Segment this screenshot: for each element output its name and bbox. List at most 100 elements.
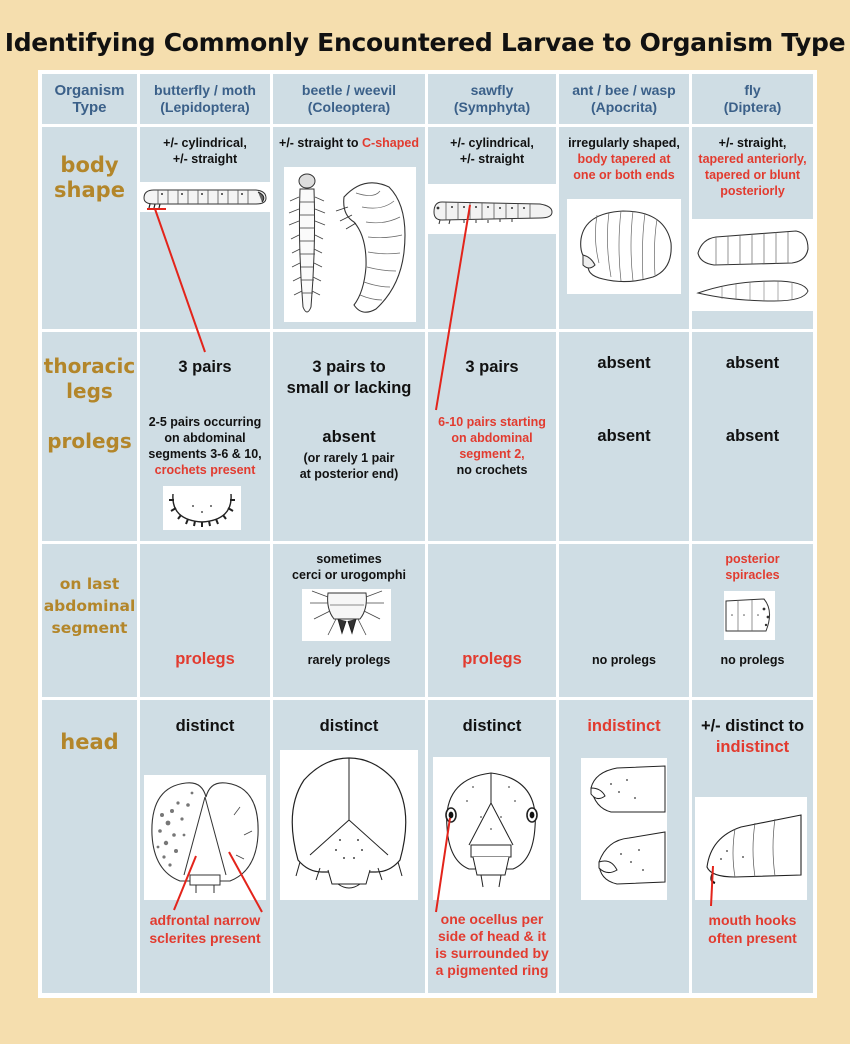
body-text-red: C-shaped	[362, 136, 419, 150]
cell-head-apocrita: indistinct	[559, 700, 689, 993]
cell-legs-symphyta: 3 pairs 6-10 pairs starting on abdominal…	[428, 332, 556, 541]
header-line1: Organism	[54, 82, 125, 99]
head-value-line2: indistinct	[715, 738, 790, 756]
cell-legs-diptera: absent absent	[692, 332, 813, 541]
prolegs-line1: 2-5 pairs occurring	[148, 415, 262, 429]
thoracic-legs-line1: 3 pairs to	[312, 358, 386, 376]
cell-body-lepidoptera: +/- cylindrical, +/- straight	[140, 127, 270, 329]
prolegs-value: absent	[725, 427, 780, 445]
header-line1: fly	[744, 82, 761, 98]
cell-head-diptera: +/- distinct to indistinct mouth hooks o…	[692, 700, 813, 993]
body-text-red2: tapered or blunt	[704, 168, 801, 182]
header-line2: Type	[72, 99, 107, 116]
head-note4: a pigmented ring	[435, 962, 549, 978]
head-note2: often present	[708, 930, 797, 946]
header-lepidoptera: butterfly / moth (Lepidoptera)	[140, 74, 270, 124]
thoracic-legs-value: absent	[725, 354, 780, 372]
row-label-line1: on last	[59, 575, 120, 593]
row-label-line2: shape	[54, 178, 125, 202]
urogomphi-illustration	[302, 589, 391, 641]
posterior-spiracles-illustration	[724, 591, 775, 640]
prolegs-line3: segments 3-6 & 10,	[148, 447, 262, 461]
cell-body-symphyta: +/- cylindrical, +/- straight	[428, 127, 556, 329]
last-segment-bottom: prolegs	[175, 650, 235, 668]
prolegs-line2: on abdominal	[164, 431, 246, 445]
header-symphyta: sawfly (Symphyta)	[428, 74, 556, 124]
body-text-line1: +/- cylindrical,	[450, 136, 534, 150]
cell-head-symphyta: distinct one ocellus per side of head & …	[428, 700, 556, 993]
row-label-legs-word: legs	[66, 379, 113, 403]
cell-legs-apocrita: absent absent	[559, 332, 689, 541]
cell-legs-lepidoptera: 3 pairs 2-5 pairs occurring on abdominal…	[140, 332, 270, 541]
header-coleoptera: beetle / weevil (Coleoptera)	[273, 74, 425, 124]
row-label-head: head	[42, 700, 137, 993]
header-line1: beetle / weevil	[301, 82, 397, 98]
caterpillar-illustration	[140, 182, 270, 212]
last-segment-bottom: no prolegs	[592, 653, 656, 667]
head-value: distinct	[462, 717, 522, 735]
cell-last-lepidoptera: prolegs	[140, 544, 270, 697]
row-label-line1: body	[60, 153, 119, 177]
head-note3: is surrounded by	[435, 945, 549, 961]
thoracic-legs-line2: small or lacking	[286, 379, 412, 397]
header-line2: (Symphyta)	[453, 99, 531, 115]
prolegs-red1: 6-10 pairs starting	[438, 415, 546, 429]
row-label-legs: thoracic legs prolegs	[42, 332, 137, 541]
header-organism-type: Organism Type	[42, 74, 137, 124]
header-line2: (Apocrita)	[590, 99, 658, 115]
row-label-thoracic: thoracic	[43, 354, 136, 378]
prolegs-red3: segment 2,	[459, 447, 525, 461]
row-label-prolegs: prolegs	[47, 429, 132, 453]
head-note2: side of head & it	[437, 928, 547, 944]
head-note1: one ocellus per	[440, 911, 544, 927]
maggot-head-illustration	[695, 797, 807, 900]
cell-last-coleoptera: sometimes cerci or urogomphi rarely prol…	[273, 544, 425, 697]
beetle-head-illustration	[280, 750, 418, 900]
prolegs-note1: (or rarely 1 pair	[303, 451, 395, 465]
thoracic-legs-value: absent	[597, 354, 651, 372]
prolegs-red: crochets present	[154, 463, 256, 477]
last-segment-bottom: prolegs	[462, 650, 522, 668]
wasp-larva-head-illustration	[581, 758, 667, 900]
head-value-line1: +/- distinct to	[700, 717, 805, 735]
prolegs-value: absent	[322, 428, 376, 446]
header-diptera: fly (Diptera)	[692, 74, 813, 124]
header-line1: butterfly / moth	[154, 82, 256, 98]
sawfly-larva-illustration	[428, 184, 556, 234]
last-segment-bottom: rarely prolegs	[307, 653, 391, 667]
row-label-last-segment: on last abdominal segment	[42, 544, 137, 697]
last-segment-top1: posterior	[725, 552, 780, 566]
crochets-illustration	[163, 486, 241, 530]
body-text-line1: irregularly shaped,	[568, 136, 680, 150]
body-text-prefix: +/- straight to	[279, 136, 363, 150]
head-value: indistinct	[587, 717, 661, 735]
header-line1: sawfly	[470, 82, 514, 98]
thoracic-legs-value: 3 pairs	[178, 358, 232, 376]
cell-legs-coleoptera: 3 pairs to small or lacking absent (or r…	[273, 332, 425, 541]
prolegs-note2: at posterior end)	[299, 467, 399, 481]
body-text-line1: +/- cylindrical,	[163, 136, 247, 150]
sawfly-head-illustration	[433, 757, 550, 900]
prolegs-black: no crochets	[456, 463, 528, 477]
body-text-red1: tapered anteriorly,	[698, 152, 807, 166]
beetle-larvae-illustration	[284, 167, 416, 322]
header-line2: (Lepidoptera)	[160, 99, 250, 115]
head-note1: mouth hooks	[708, 912, 797, 928]
row-label-line2: abdominal	[43, 597, 136, 615]
last-segment-bottom: no prolegs	[720, 653, 785, 667]
body-text-line2: +/- straight	[172, 152, 238, 166]
cell-last-apocrita: no prolegs	[559, 544, 689, 697]
head-note2: sclerites present	[149, 930, 261, 946]
head-value: distinct	[319, 717, 379, 735]
row-label-text: head	[60, 730, 119, 754]
row-label-line3: segment	[51, 619, 128, 637]
body-text-red1: body tapered at	[577, 152, 671, 166]
prolegs-red2: on abdominal	[451, 431, 533, 445]
header-line1: ant / bee / wasp	[572, 82, 676, 98]
last-segment-top2: cerci or urogomphi	[292, 568, 406, 582]
caterpillar-head-illustration	[144, 775, 266, 900]
body-text-line2: +/- straight	[459, 152, 525, 166]
grub-illustration	[567, 199, 681, 294]
body-text-line1: +/- straight,	[718, 136, 787, 150]
header-line2: (Coleoptera)	[307, 99, 391, 115]
